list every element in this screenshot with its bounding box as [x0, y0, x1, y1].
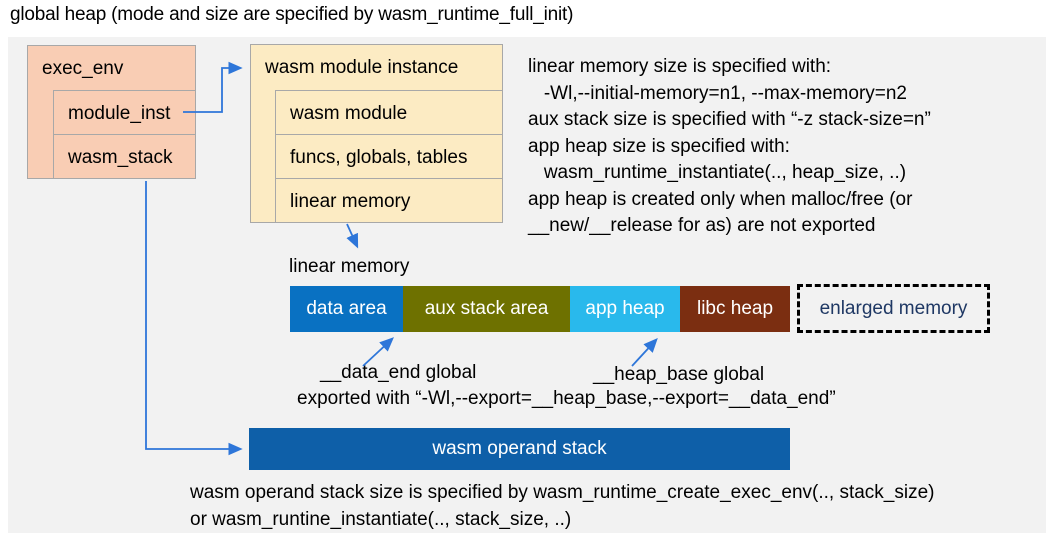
note-line: -Wl,--initial-memory=n1, --max-memory=n2 [528, 82, 907, 104]
module-instance-title: wasm module instance [265, 56, 459, 78]
linear-memory-field-label: linear memory [290, 190, 411, 212]
exec-env-field-wasm-stack: wasm_stack [53, 134, 196, 179]
module-instance-field-wasm-module: wasm module [275, 90, 503, 135]
note-line: app heap is created only when malloc/fre… [528, 188, 913, 210]
note-line: or wasm_runtine_instantiate(.., stack_si… [190, 508, 572, 530]
linker-notes: linear memory size is specified with: -W… [528, 54, 931, 240]
note-line: aux stack size is specified with “-z sta… [528, 109, 931, 130]
wasm-stack-label: wasm_stack [68, 146, 173, 168]
module-inst-label: module_inst [68, 102, 171, 124]
segment-enlarged-memory: enlarged memory [797, 284, 990, 333]
note-line: app heap size is specified with: [528, 135, 790, 157]
note-line: __new/__release for as) are not exported [528, 215, 876, 236]
note-line: linear memory size is specified with: [528, 56, 832, 77]
segment-libc-heap: libc heap [680, 286, 790, 332]
linear-memory-bar-label: linear memory [289, 256, 410, 277]
note-line: wasm operand stack size is specified by … [190, 482, 935, 503]
page-title: global heap (mode and size are specified… [10, 4, 574, 25]
segment-app-heap: app heap [570, 286, 680, 332]
wasm-operand-stack-bar: wasm operand stack [249, 428, 790, 470]
heap-base-global-label: __heap_base global [593, 364, 765, 385]
wasm-module-label: wasm module [290, 102, 408, 124]
funcs-globals-tables-label: funcs, globals, tables [290, 146, 468, 168]
operand-stack-notes: wasm operand stack size is specified by … [190, 480, 935, 533]
module-instance-field-linear-memory: linear memory [275, 178, 503, 223]
module-instance-field-funcs-globals-tables: funcs, globals, tables [275, 134, 503, 179]
exec-env-field-module-inst: module_inst [53, 90, 196, 135]
exec-env-title: exec_env [42, 57, 124, 79]
segment-aux-stack-area: aux stack area [403, 286, 570, 332]
data-end-global-label: __data_end global [320, 362, 477, 383]
note-line: wasm_runtime_instantiate(.., heap_size, … [528, 162, 907, 183]
segment-data-area: data area [290, 286, 403, 332]
export-flags-note: exported with “-Wl,--export=__heap_base,… [297, 388, 836, 409]
